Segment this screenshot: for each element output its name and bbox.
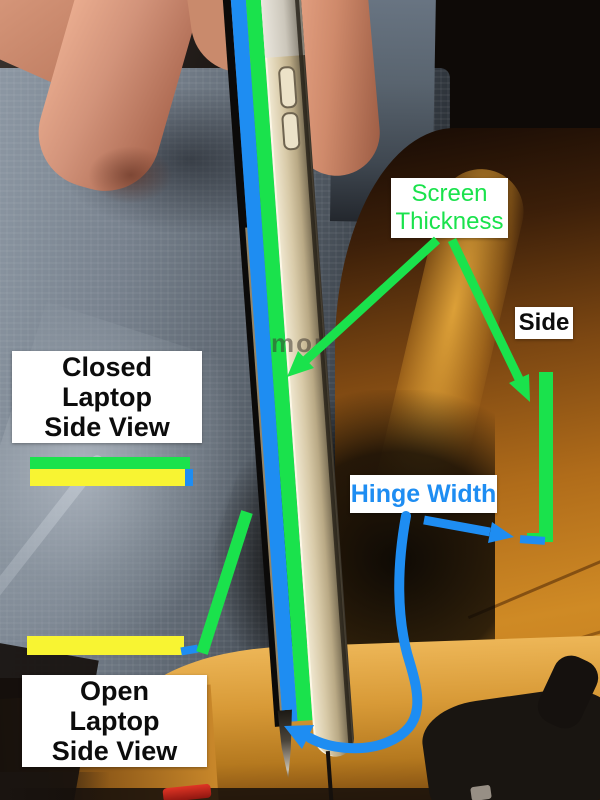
hinge-width-label: Hinge Width xyxy=(350,475,497,513)
side-hinge-blue-tick xyxy=(519,535,546,545)
label-line: Side View xyxy=(44,412,170,442)
closed-hinge-blue-tip xyxy=(185,469,193,486)
label-line: Side xyxy=(518,309,570,336)
fingertip-shadow xyxy=(88,146,173,204)
open-laptop-label: Open Laptop Side View xyxy=(22,675,207,767)
label-line: Thickness xyxy=(395,208,504,235)
open-body-yellow-bar xyxy=(27,636,184,655)
device-bottom-shadow xyxy=(325,750,334,800)
photo-watermark: mor xyxy=(271,328,327,358)
label-line: Open xyxy=(79,676,149,706)
label-line: Hinge Width xyxy=(350,479,497,508)
floor-bottom-left xyxy=(0,772,110,800)
label-line: Screen xyxy=(411,180,488,207)
label-line: Side View xyxy=(51,736,178,766)
sandal-buckle xyxy=(470,784,492,800)
volume-button xyxy=(281,111,301,151)
screen-thickness-label: Screen Thickness xyxy=(391,178,508,238)
volume-button xyxy=(277,65,298,109)
closed-body-yellow-bar xyxy=(30,469,185,486)
side-label: Side xyxy=(515,307,573,339)
label-line: Closed xyxy=(61,352,153,382)
side-green-bar xyxy=(539,372,553,542)
label-line: Laptop xyxy=(69,706,160,736)
closed-laptop-label: Closed Laptop Side View xyxy=(12,351,202,443)
label-line: Laptop xyxy=(62,382,152,412)
closed-lid-green-bar xyxy=(30,457,190,469)
